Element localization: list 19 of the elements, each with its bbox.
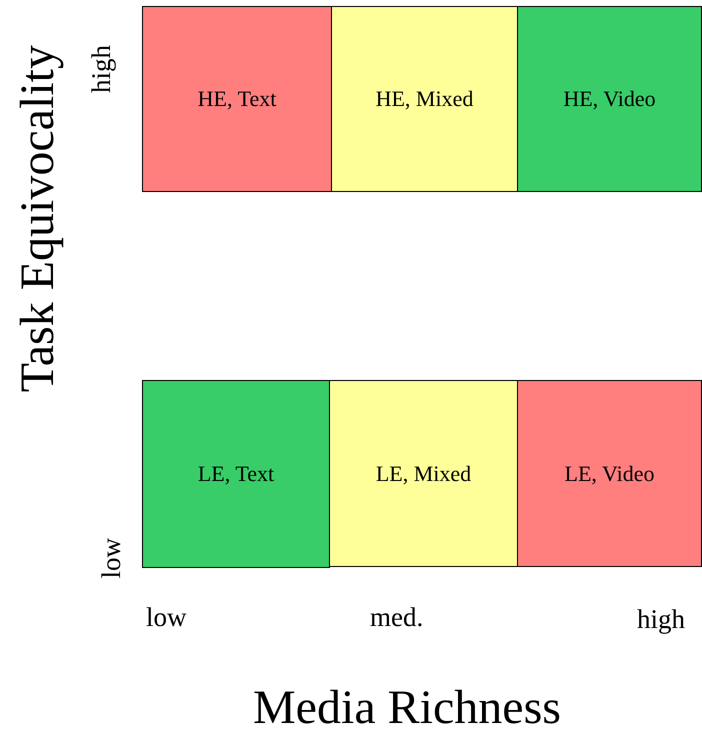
- matrix-cell: [331, 6, 518, 192]
- cell-label: HE, Video: [563, 86, 656, 112]
- axis-tick-label: high: [88, 45, 115, 94]
- cell-label: HE, Text: [198, 86, 276, 112]
- matrix-cell: [517, 380, 702, 567]
- axis-tick-label: high: [637, 606, 686, 633]
- axis-title: Media Richness: [253, 684, 561, 732]
- axis-title: Task Equivocality: [14, 45, 62, 392]
- matrix-cell: [517, 6, 702, 192]
- axis-tick-label: med.: [370, 604, 424, 631]
- matrix-cell: [142, 6, 332, 192]
- cell-label: LE, Video: [564, 460, 654, 486]
- matrix-cell: [142, 380, 330, 568]
- axis-tick-label: low: [146, 604, 186, 631]
- matrix-cell: [329, 380, 518, 567]
- cell-label: HE, Mixed: [376, 86, 474, 112]
- cell-label: LE, Mixed: [376, 460, 472, 486]
- axis-tick-label: low: [98, 538, 125, 578]
- cell-label: LE, Text: [198, 461, 274, 487]
